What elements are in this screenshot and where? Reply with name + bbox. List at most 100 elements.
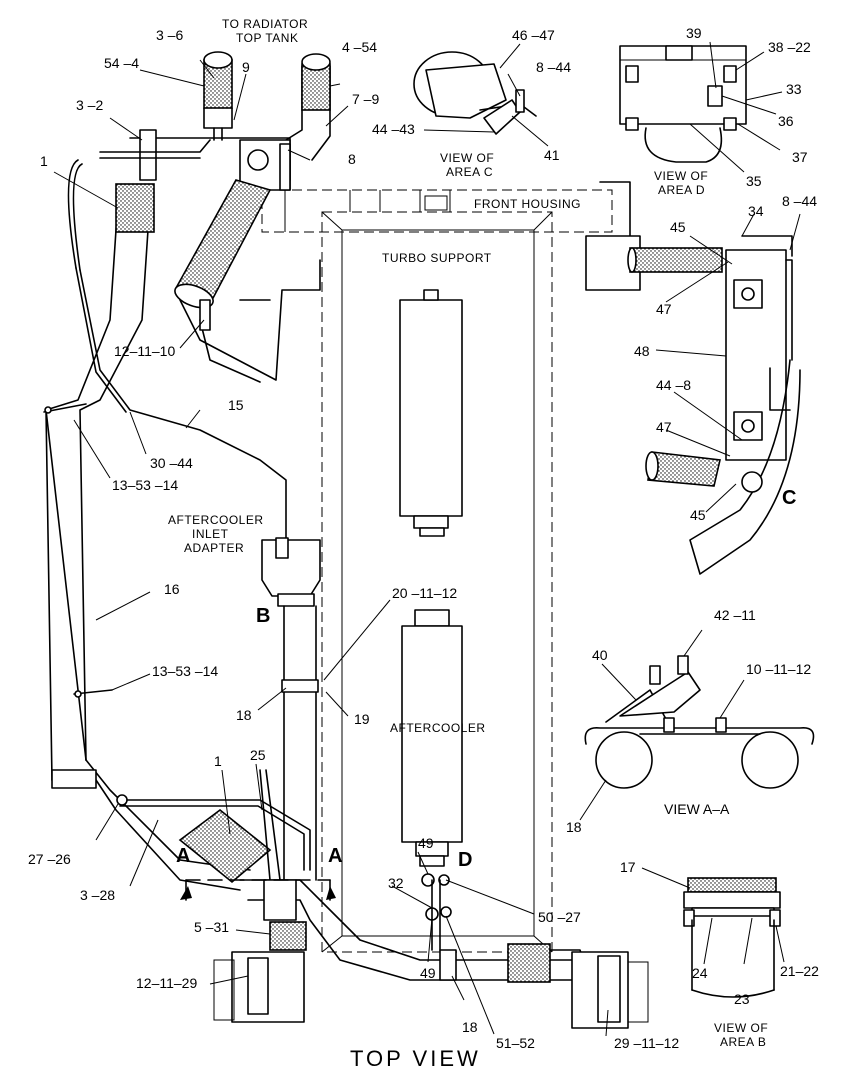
callout-23: 23	[734, 991, 750, 1007]
caption-view-c-1: VIEW OF	[440, 151, 494, 165]
caption-view-a-a: VIEW A–A	[664, 801, 730, 817]
caption-aftercooler: AFTERCOOLER	[390, 721, 486, 735]
caption-view-c-2: AREA C	[446, 165, 493, 179]
callout-54-4: 54 –4	[104, 55, 139, 71]
callouts: 3 –6 54 –4 4 –54 9 7 –9 3 –2 8 1 12–11–1…	[28, 25, 819, 1051]
callout-48: 48	[634, 343, 650, 359]
view-a-a	[584, 655, 815, 789]
callout-41: 41	[544, 147, 560, 163]
lower-right-housing	[507, 943, 649, 1029]
callout-16: 16	[164, 581, 180, 597]
callout-19: 19	[354, 711, 370, 727]
leader-lines	[53, 41, 801, 1037]
callout-10-11-12: 10 –11–12	[746, 661, 811, 677]
callout-12-11-10: 12–11–10	[114, 343, 175, 359]
callout-3-28: 3 –28	[80, 887, 115, 903]
callout-13-53-14-bottom: 13–53 –14	[152, 663, 218, 679]
callout-49-bottom: 49	[420, 965, 436, 981]
callout-38-22: 38 –22	[768, 39, 811, 55]
callout-42-11: 42 –11	[714, 607, 756, 623]
callout-21-22: 21–22	[780, 963, 819, 979]
callout-34: 34	[748, 203, 764, 219]
callout-44-8: 44 –8	[656, 377, 691, 393]
callout-51-52: 51–52	[496, 1035, 535, 1051]
view-area-c	[413, 51, 537, 135]
radiator-hose-left	[203, 51, 233, 141]
caption-view-b-1: VIEW OF	[714, 1021, 768, 1035]
section-letter-a-right: A	[328, 845, 342, 867]
callout-27-26: 27 –26	[28, 851, 71, 867]
callout-3-2: 3 –2	[76, 97, 103, 113]
callout-33: 33	[786, 81, 802, 97]
turbo-support-frame	[321, 211, 553, 953]
callout-32: 32	[388, 875, 404, 891]
diagram-title: TOP VIEW	[350, 1046, 481, 1071]
callout-35: 35	[746, 173, 762, 189]
callout-24: 24	[692, 965, 708, 981]
callout-17: 17	[620, 859, 636, 875]
diagonal-hose	[174, 179, 321, 383]
clamp-top	[43, 403, 87, 414]
section-letter-d: D	[458, 849, 472, 871]
clamp-bottom	[73, 689, 113, 698]
callout-45-top: 45	[670, 219, 686, 235]
callout-4-54: 4 –54	[342, 39, 377, 55]
caption-inlet-adapter-1: AFTERCOOLER	[168, 513, 264, 527]
hose-1-top	[115, 183, 155, 233]
caption-inlet-adapter-2: INLET	[192, 527, 229, 541]
view-area-b	[683, 877, 781, 998]
front-housing	[261, 181, 631, 251]
tube-15	[79, 269, 287, 541]
callout-18-viewaa: 18	[566, 819, 582, 835]
callout-3-6: 3 –6	[156, 27, 183, 43]
elbow-8	[239, 139, 291, 191]
section-letter-c: C	[782, 487, 796, 509]
tube-15b	[75, 267, 127, 413]
caption-inlet-adapter-3: ADAPTER	[184, 541, 244, 555]
callout-1-bottom: 1	[214, 753, 222, 769]
callout-36: 36	[778, 113, 794, 129]
callout-49-top: 49	[418, 835, 434, 851]
caption-turbo-support: TURBO SUPPORT	[382, 251, 492, 265]
callout-8: 8	[348, 151, 356, 167]
callout-18-bottom: 18	[462, 1019, 478, 1035]
aftercooler-cylinder	[401, 609, 463, 867]
callout-39: 39	[686, 25, 702, 41]
right-assembly	[585, 235, 801, 575]
callout-5-31: 5 –31	[194, 919, 229, 935]
caption-view-b-2: AREA B	[720, 1035, 766, 1049]
callout-50-27: 50 –27	[538, 909, 581, 925]
section-letter-b: B	[256, 605, 270, 627]
top-bracket	[67, 129, 291, 271]
callout-44-43: 44 –43	[372, 121, 415, 137]
callout-47-bottom: 47	[656, 419, 672, 435]
callout-30-44: 30 –44	[150, 455, 193, 471]
section-letter-a-left: A	[176, 845, 190, 867]
radiator-hose-right	[285, 53, 331, 161]
callout-45-bottom: 45	[690, 507, 706, 523]
callout-18-mid: 18	[236, 707, 252, 723]
caption-to-radiator-1: TO RADIATOR	[222, 17, 308, 31]
callout-9: 9	[242, 59, 250, 75]
view-area-d	[619, 45, 747, 163]
callout-1-top: 1	[40, 153, 48, 169]
callout-13-53-14-top: 13–53 –14	[112, 477, 178, 493]
callout-7-9: 7 –9	[352, 91, 379, 107]
caption-view-d-1: VIEW OF	[654, 169, 708, 183]
callout-37: 37	[792, 149, 808, 165]
captions: TO RADIATOR TOP TANK FRONT HOUSING TURBO…	[168, 17, 768, 1071]
callout-46-47: 46 –47	[512, 27, 555, 43]
callout-25: 25	[250, 747, 266, 763]
coolant-tube-16	[45, 199, 251, 891]
caption-to-radiator-2: TOP TANK	[236, 31, 298, 45]
callout-15: 15	[228, 397, 244, 413]
section-letters: A A B C D	[176, 487, 796, 871]
inlet-adapter	[261, 537, 321, 881]
callout-47-top: 47	[656, 301, 672, 317]
callout-40: 40	[592, 647, 608, 663]
callout-29-11-12: 29 –11–12	[614, 1035, 679, 1051]
caption-front-housing: FRONT HOUSING	[474, 197, 581, 211]
lower-left-housing	[213, 879, 307, 1023]
caption-view-d-2: AREA D	[658, 183, 705, 197]
